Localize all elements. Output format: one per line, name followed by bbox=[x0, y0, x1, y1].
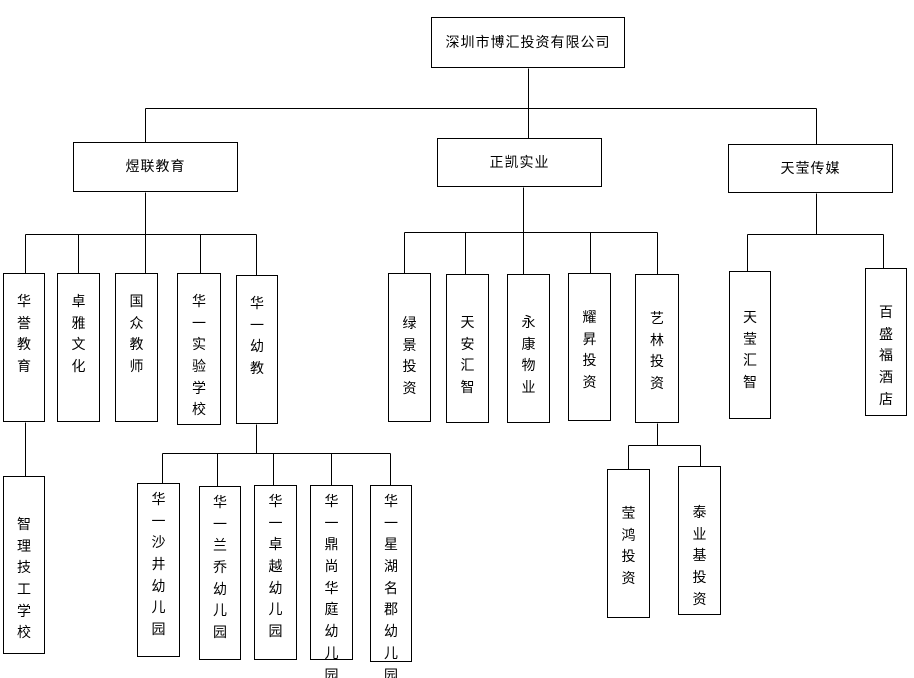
guozhong-teacher-label: 国众教师 bbox=[129, 294, 144, 376]
kindergarten-shajing-box: 华一沙井幼儿园 bbox=[137, 483, 180, 657]
huayu-education-label: 华誉教育 bbox=[16, 294, 31, 376]
root-company-label: 深圳市博汇投资有限公司 bbox=[445, 34, 611, 51]
yaosheng-investment-box: 耀昇投资 bbox=[568, 273, 611, 421]
huayu-education-box: 华誉教育 bbox=[3, 273, 45, 422]
kindergarten-lanqiao-box: 华一兰乔幼儿园 bbox=[199, 486, 241, 660]
yilin-investment-label: 艺林投资 bbox=[649, 311, 664, 393]
huayi-experimental-school-label: 华一实验学校 bbox=[191, 294, 206, 419]
tianying-huizhi-box: 天莹汇智 bbox=[729, 271, 771, 419]
root-company-box: 深圳市博汇投资有限公司 bbox=[431, 17, 625, 68]
taiyeji-investment-label: 泰业基投资 bbox=[692, 505, 707, 608]
tianying-media-label: 天莹传媒 bbox=[780, 160, 841, 177]
huayi-experimental-school-box: 华一实验学校 bbox=[177, 273, 221, 425]
zhili-technical-school-label: 智理技工学校 bbox=[16, 517, 31, 642]
baisheng-hotel-label: 百盛福酒店 bbox=[878, 305, 893, 408]
huayi-preschool-label: 华一幼教 bbox=[249, 296, 264, 378]
zhengkai-industry-box: 正凯实业 bbox=[437, 138, 602, 187]
kindergarten-zhuoyue-box: 华一卓越幼儿园 bbox=[254, 485, 297, 660]
tianan-huizhi-label: 天安汇智 bbox=[460, 315, 475, 397]
kindergarten-zhuoyue-label: 华一卓越幼儿园 bbox=[268, 494, 283, 641]
yilin-investment-box: 艺林投资 bbox=[635, 274, 679, 423]
zhuoya-culture-box: 卓雅文化 bbox=[57, 273, 100, 422]
yaosheng-investment-label: 耀昇投资 bbox=[582, 310, 597, 392]
tianying-media-box: 天莹传媒 bbox=[728, 144, 893, 193]
zhuoya-culture-label: 卓雅文化 bbox=[71, 294, 86, 376]
yongkang-property-box: 永康物业 bbox=[507, 274, 550, 423]
huayi-preschool-box: 华一幼教 bbox=[236, 275, 278, 424]
baisheng-hotel-box: 百盛福酒店 bbox=[865, 268, 907, 416]
tianan-huizhi-box: 天安汇智 bbox=[446, 274, 489, 423]
yinghong-investment-box: 莹鸿投资 bbox=[607, 469, 650, 618]
lujing-investment-box: 绿景投资 bbox=[388, 273, 431, 422]
kindergarten-dingshang-box: 华一鼎尚华庭幼儿园 bbox=[310, 485, 353, 678]
yinghong-investment-label: 莹鸿投资 bbox=[621, 506, 636, 588]
zhengkai-industry-label: 正凯实业 bbox=[489, 154, 550, 171]
yongkang-property-label: 永康物业 bbox=[521, 315, 536, 397]
kindergarten-dingshang-label: 华一鼎尚华庭幼儿园 bbox=[324, 494, 339, 678]
taiyeji-investment-box: 泰业基投资 bbox=[678, 466, 721, 615]
kindergarten-xinghu-box: 华一星湖名郡幼儿园 bbox=[370, 485, 412, 678]
guozhong-teacher-box: 国众教师 bbox=[115, 273, 158, 422]
zhili-technical-school-box: 智理技工学校 bbox=[3, 476, 45, 654]
kindergarten-lanqiao-label: 华一兰乔幼儿园 bbox=[212, 495, 227, 642]
yuelian-education-label: 煜联教育 bbox=[125, 159, 186, 175]
tianying-huizhi-label: 天莹汇智 bbox=[742, 310, 757, 392]
kindergarten-shajing-label: 华一沙井幼儿园 bbox=[151, 492, 166, 639]
lujing-investment-label: 绿景投资 bbox=[402, 316, 417, 398]
yuelian-education-box: 煜联教育 bbox=[73, 142, 238, 192]
kindergarten-xinghu-label: 华一星湖名郡幼儿园 bbox=[383, 494, 398, 678]
